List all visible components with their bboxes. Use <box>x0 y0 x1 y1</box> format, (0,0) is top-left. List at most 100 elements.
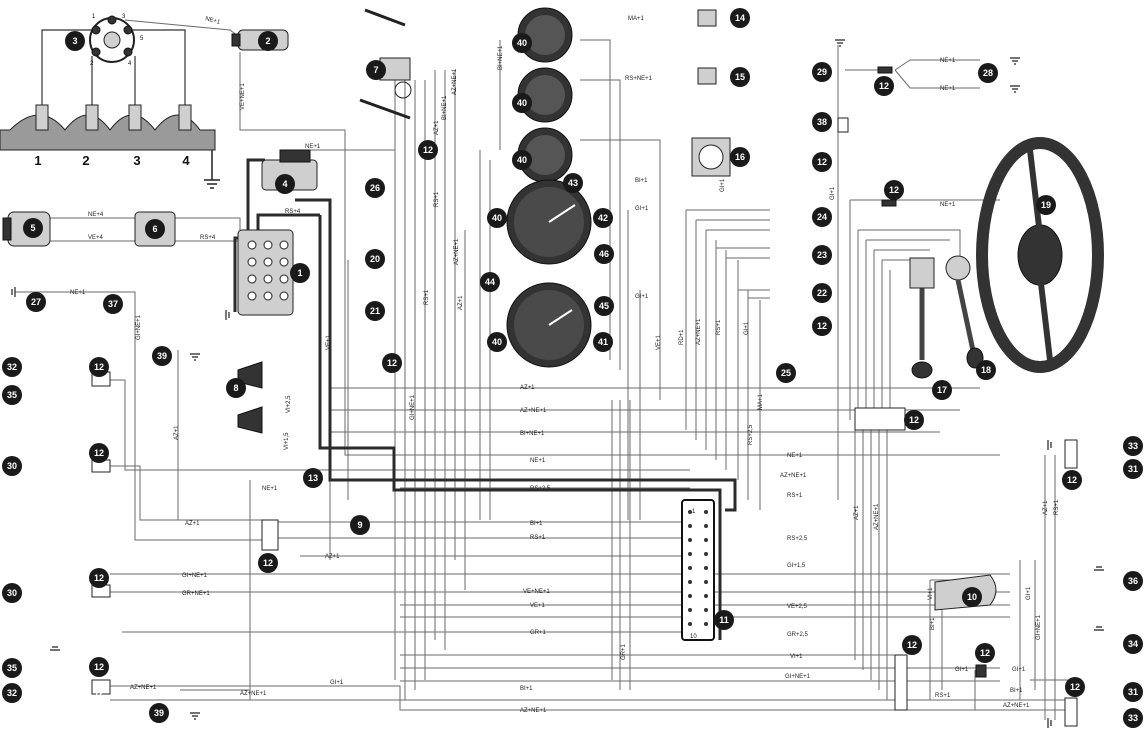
svg-text:12: 12 <box>263 558 273 568</box>
component-tag: 4 <box>275 174 295 194</box>
sender-units <box>697 9 717 85</box>
wire-label: NE+4 <box>88 212 104 218</box>
wire-label: VE+NE+1 <box>240 83 246 110</box>
wire-label: BI+1 <box>520 686 533 692</box>
svg-text:35: 35 <box>7 390 17 400</box>
wire-label: GI+1 <box>744 321 750 335</box>
component-tag: 20 <box>365 249 385 269</box>
component-tag: 32 <box>2 357 22 377</box>
wire-label: GI+NE+1 <box>182 573 208 579</box>
connector-tag: 12 <box>1065 677 1085 697</box>
svg-text:19: 19 <box>1041 200 1051 210</box>
svg-text:35: 35 <box>7 663 17 673</box>
component-tag: 40 <box>512 93 532 113</box>
component-tag: 41 <box>593 332 613 352</box>
component-tag: 39 <box>152 346 172 366</box>
wire-label: RS+1 <box>1054 499 1060 515</box>
svg-text:37: 37 <box>108 299 118 309</box>
connector-tag: 12 <box>904 410 924 430</box>
svg-text:12: 12 <box>1070 682 1080 692</box>
component-tag: 34 <box>1123 634 1143 654</box>
svg-text:40: 40 <box>517 98 527 108</box>
svg-text:26: 26 <box>370 183 380 193</box>
wire-label: AZ+NE+1 <box>520 708 547 714</box>
svg-text:12: 12 <box>423 145 433 155</box>
component-tag: 22 <box>812 283 832 303</box>
component-tag: 7 <box>366 60 386 80</box>
wire-label: AZ+NE+1 <box>240 691 267 697</box>
svg-text:12: 12 <box>879 81 889 91</box>
wire-label: RS+2,5 <box>530 486 551 492</box>
component-tag: 24 <box>812 207 832 227</box>
wire-label: RS+1 <box>434 191 440 207</box>
component-tag: 32 <box>2 683 22 703</box>
component-tag: 13 <box>303 468 323 488</box>
svg-text:14: 14 <box>735 13 745 23</box>
wire-label: GI+1 <box>635 206 649 212</box>
svg-text:12: 12 <box>907 640 917 650</box>
wire-label: VE+2,5 <box>787 604 808 610</box>
svg-text:12: 12 <box>94 688 104 698</box>
connector-tag: 12 <box>89 357 109 377</box>
component-tag: 40 <box>487 332 507 352</box>
wire-label: GI+1,5 <box>787 563 806 569</box>
svg-text:16: 16 <box>735 152 745 162</box>
wire-label: NE+1 <box>787 453 803 459</box>
wiper-motor <box>359 8 412 120</box>
component-tag: 33 <box>1123 708 1143 728</box>
component-tag: 30 <box>2 583 22 603</box>
wire-label: NE+1 <box>70 290 86 296</box>
svg-text:2: 2 <box>82 153 89 168</box>
svg-text:31: 31 <box>1128 687 1138 697</box>
svg-text:24: 24 <box>817 212 827 222</box>
steering-wheel <box>976 137 1104 373</box>
wire-label: BI+1 <box>635 178 648 184</box>
wire-label: NE+1 <box>940 58 956 64</box>
wire-label: VE+1 <box>530 603 546 609</box>
svg-text:33: 33 <box>1128 441 1138 451</box>
wire-label: GI+NE+1 <box>1036 614 1042 640</box>
wire-label: GI+NE+1 <box>785 674 811 680</box>
svg-text:3: 3 <box>72 36 77 46</box>
wire-label: GI+1 <box>635 294 649 300</box>
svg-text:34: 34 <box>1128 639 1138 649</box>
wire-label: BI+1 <box>530 521 543 527</box>
component-tag: 5 <box>23 218 43 238</box>
svg-text:12: 12 <box>909 415 919 425</box>
wire-label: GI+1 <box>1012 667 1026 673</box>
svg-text:1: 1 <box>34 153 41 168</box>
component-tag: 14 <box>730 8 750 28</box>
column-switch <box>909 255 984 379</box>
svg-text:18: 18 <box>981 365 991 375</box>
wire-label: VE+1 <box>326 334 332 350</box>
connector-tag: 12 <box>812 152 832 172</box>
svg-text:1: 1 <box>297 268 302 278</box>
svg-text:2: 2 <box>265 36 270 46</box>
svg-text:12: 12 <box>94 573 104 583</box>
component-tag: 23 <box>812 245 832 265</box>
svg-text:12: 12 <box>94 662 104 672</box>
svg-text:43: 43 <box>568 178 578 188</box>
svg-text:40: 40 <box>517 155 527 165</box>
connector-tag: 12 <box>94 688 104 698</box>
svg-text:25: 25 <box>781 368 791 378</box>
svg-text:12: 12 <box>817 321 827 331</box>
svg-text:28: 28 <box>983 68 993 78</box>
svg-text:12: 12 <box>94 362 104 372</box>
connector-tag: 12 <box>89 568 109 588</box>
wire-label: AZ+NE+1 <box>452 68 458 95</box>
connector-tag: 12 <box>1062 470 1082 490</box>
svg-text:32: 32 <box>7 688 17 698</box>
svg-text:41: 41 <box>598 337 608 347</box>
wire-label: BI+NE+1 <box>520 431 545 437</box>
wire-label: NE+1 <box>262 486 278 492</box>
component-tag: 8 <box>226 378 246 398</box>
svg-text:30: 30 <box>7 461 17 471</box>
connector-tags: 12 12 12 12 12 12 12 12 12 12 12 12 12 1… <box>89 76 1085 698</box>
svg-text:6: 6 <box>152 224 157 234</box>
component-tag: 18 <box>976 360 996 380</box>
svg-text:12: 12 <box>387 358 397 368</box>
connector-tag: 12 <box>902 635 922 655</box>
fuse-block: 1 10 <box>681 499 715 641</box>
svg-text:12: 12 <box>889 185 899 195</box>
